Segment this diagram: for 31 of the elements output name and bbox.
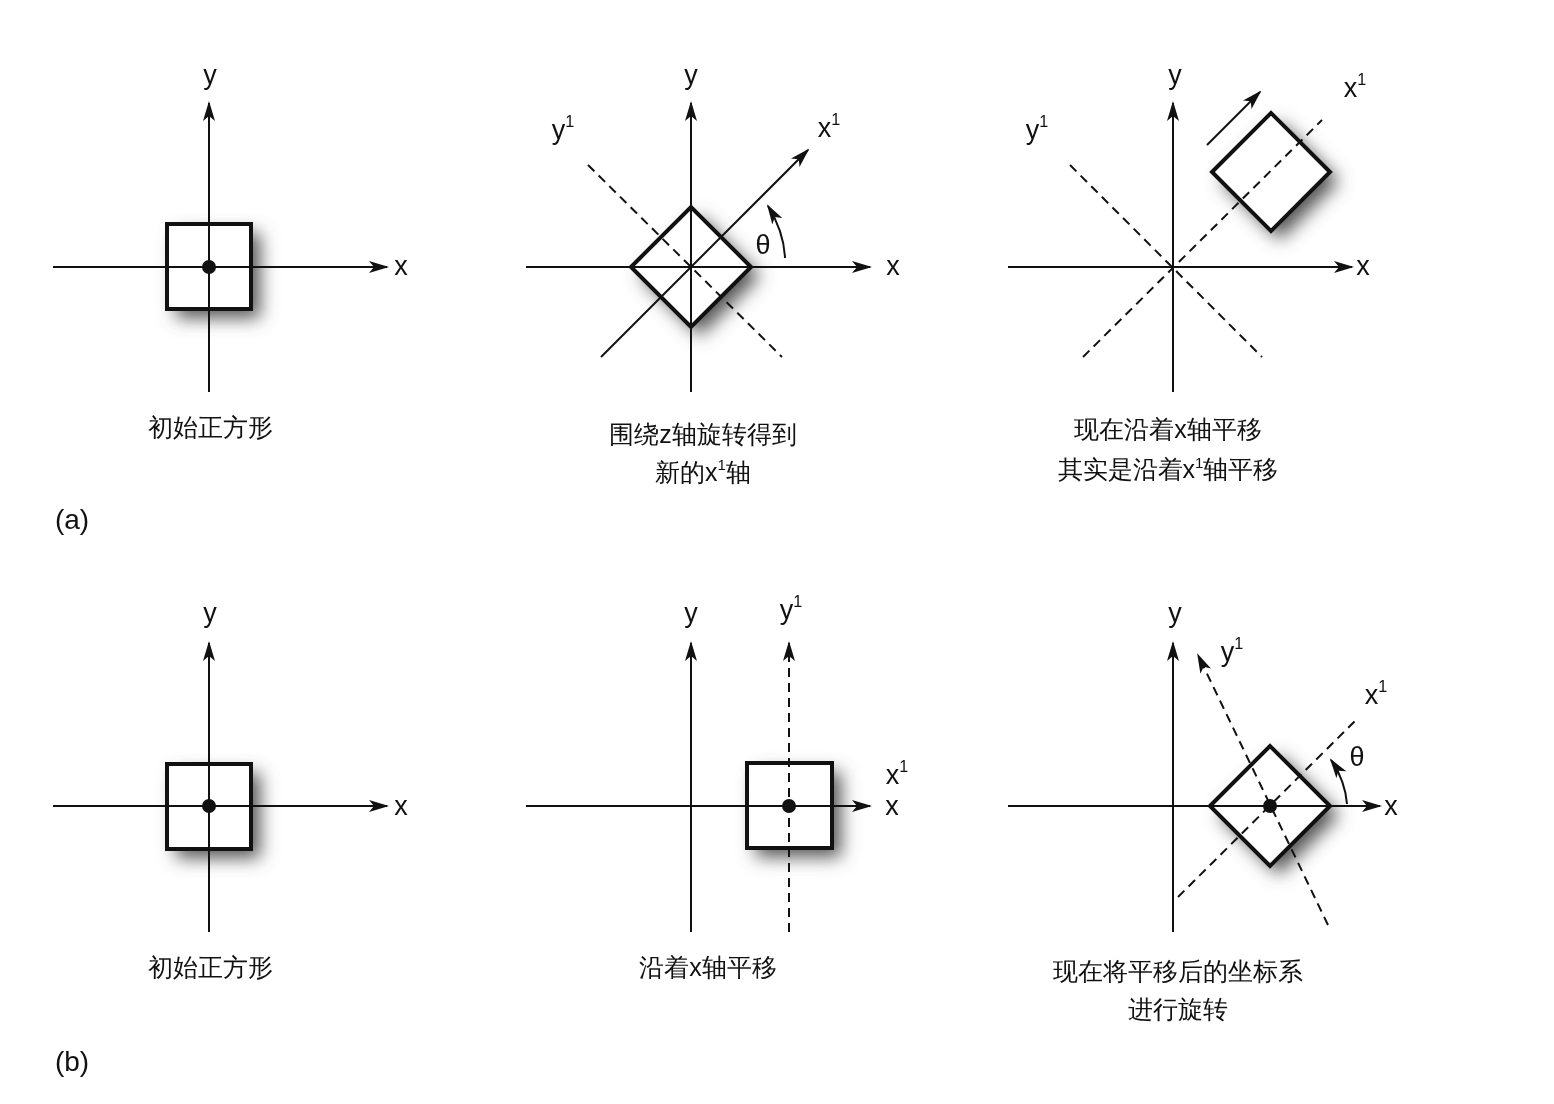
axis-label: x xyxy=(885,789,899,823)
axis-label: y$^{1}$ xyxy=(779,591,803,627)
axis-label: y$^{1}$ xyxy=(551,111,575,147)
axis-label: x xyxy=(1356,249,1370,283)
caption: 其实是沿着x$^{1}$轴平移 xyxy=(1057,452,1279,486)
axis-label: x$^{1}$ xyxy=(1343,69,1367,105)
axis-label: y xyxy=(203,58,217,92)
caption: 围绕z轴旋转得到新的x$^{1}$轴 xyxy=(608,418,798,487)
caption: 现在将平移后的坐标系进行旋转 xyxy=(1052,955,1304,1024)
axis-label: x$^{1}$ xyxy=(885,756,909,792)
caption: 初始正方形 xyxy=(147,412,273,444)
caption: 沿着x轴平移 xyxy=(639,952,777,984)
axis-label: y xyxy=(1168,596,1182,630)
axis-label: y$^{1}$ xyxy=(1220,633,1244,669)
angle-label: θ xyxy=(1349,740,1365,774)
panel-label: (a) xyxy=(54,503,90,537)
axis-label: x$^{1}$ xyxy=(817,109,841,145)
axis-label: x xyxy=(394,789,408,823)
panel-label: (b) xyxy=(54,1045,90,1079)
axis-label: x xyxy=(394,249,408,283)
axis-label: y xyxy=(203,596,217,630)
axis-label: x$^{1}$ xyxy=(1364,676,1388,712)
axis-label: x xyxy=(1384,789,1398,823)
axis-label: y xyxy=(1168,58,1182,92)
axis-label: y xyxy=(684,596,698,630)
caption: 初始正方形 xyxy=(147,952,273,984)
caption: 现在沿着x轴平移 xyxy=(1074,414,1262,446)
axis-label: y xyxy=(684,58,698,92)
axis-label: x xyxy=(886,249,900,283)
axis-label: y$^{1}$ xyxy=(1025,111,1049,147)
angle-label: θ xyxy=(755,228,771,262)
